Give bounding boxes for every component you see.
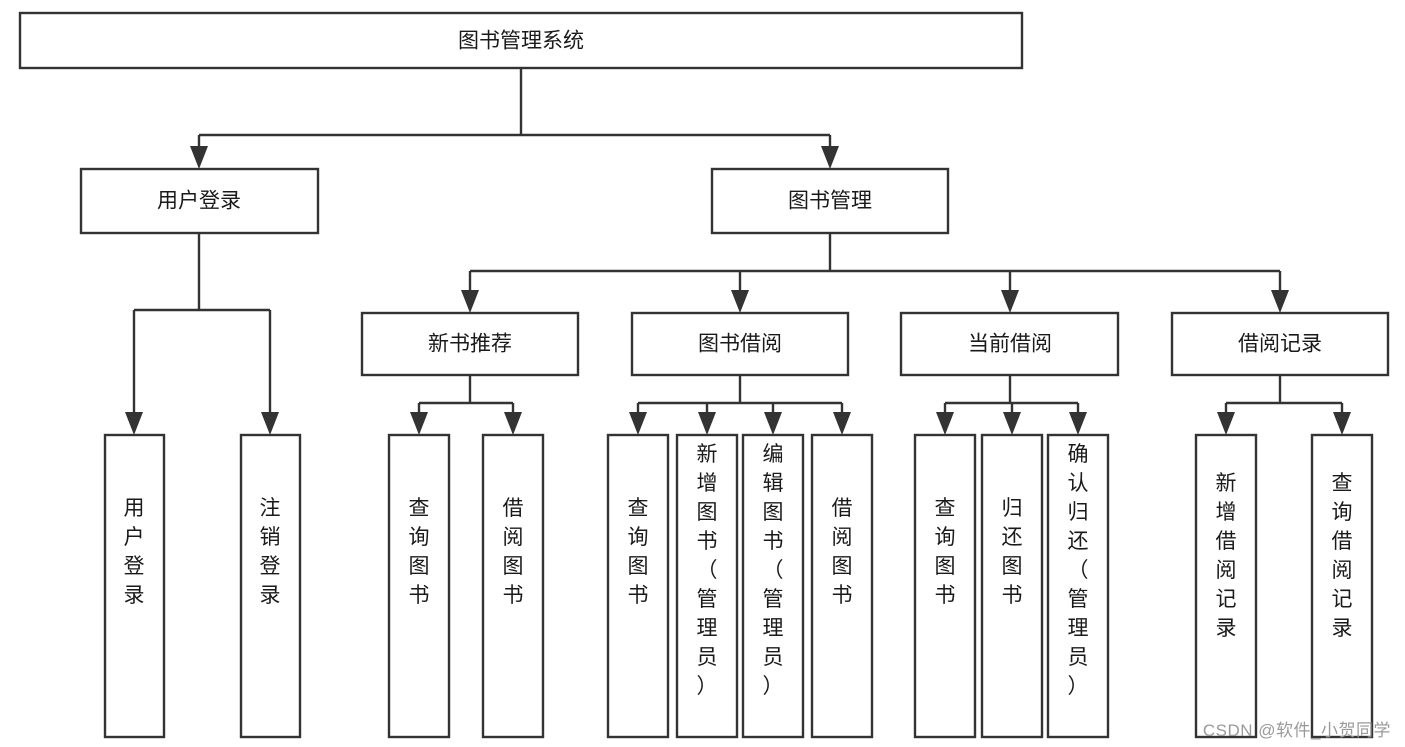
node-book-management-box[interactable] (710, 167, 950, 235)
arrow-head-leaf-query-book-1 (410, 412, 428, 435)
node-leaf-edit-book[interactable]: 编辑图书（管理员） (741, 433, 805, 739)
node-leaf-logout-box[interactable] (239, 433, 302, 739)
node-leaf-query-book-3[interactable]: 查询图书 (913, 433, 977, 739)
node-leaf-add-book[interactable]: 新增图书（管理员） (675, 433, 739, 739)
connector-group-book-management (461, 233, 1289, 313)
node-user-login-label: 用户登录 (157, 190, 241, 213)
arrow-head-leaf-add-book (698, 412, 716, 435)
node-leaf-query-book-1-label: 查询图书 (409, 497, 430, 607)
node-book-borrow[interactable]: 图书借阅 (630, 311, 850, 377)
node-new-book-recommend-box[interactable] (360, 311, 580, 377)
node-user-login-box[interactable] (79, 167, 320, 235)
arrow-head-user-login (190, 146, 208, 169)
node-leaf-borrow-book-1[interactable]: 借阅图书 (481, 433, 545, 739)
node-leaf-confirm-return[interactable]: 确认归还（管理员） (1046, 433, 1110, 739)
node-leaf-user-login-box[interactable] (103, 433, 166, 739)
node-leaf-query-book-2[interactable]: 查询图书 (606, 433, 670, 739)
arrow-head-leaf-edit-book (764, 412, 782, 435)
node-leaf-add-record[interactable]: 新增借阅记录 (1194, 433, 1258, 739)
arrow-head-leaf-query-book-3 (936, 412, 954, 435)
node-leaf-add-book-box[interactable] (675, 433, 739, 739)
node-book-borrow-label: 图书借阅 (698, 333, 782, 356)
node-leaf-add-book-label: 新增图书（管理员） (697, 443, 718, 698)
node-borrow-record-label: 借阅记录 (1238, 333, 1322, 356)
node-leaf-query-record[interactable]: 查询借阅记录 (1310, 433, 1374, 739)
arrow-head-leaf-borrow-book-2 (833, 412, 851, 435)
node-leaf-edit-book-box[interactable] (741, 433, 805, 739)
node-leaf-query-book-2-box[interactable] (606, 433, 670, 739)
node-leaf-add-record-box[interactable] (1194, 433, 1258, 739)
node-leaf-borrow-book-1-label: 借阅图书 (503, 497, 524, 607)
node-leaf-query-book-3-label: 查询图书 (935, 497, 956, 607)
node-leaf-confirm-return-label: 确认归还（管理员） (1068, 443, 1089, 698)
node-leaf-confirm-return-box[interactable] (1046, 433, 1110, 739)
arrow-head-leaf-logout (261, 412, 279, 435)
node-leaf-user-login[interactable]: 用户登录 (103, 433, 166, 739)
arrow-head-leaf-borrow-book-1 (504, 412, 522, 435)
node-leaf-borrow-book-2[interactable]: 借阅图书 (810, 433, 874, 739)
node-leaf-add-record-label: 新增借阅记录 (1216, 472, 1237, 640)
node-root[interactable]: 图书管理系统 (18, 11, 1024, 70)
node-root-box[interactable] (18, 11, 1024, 70)
arrow-head-leaf-add-record (1217, 412, 1235, 435)
arrow-head-book-management (821, 146, 839, 169)
arrow-head-leaf-query-book-2 (629, 412, 647, 435)
node-leaf-query-book-2-label: 查询图书 (628, 497, 649, 607)
node-leaf-logout[interactable]: 注销登录 (239, 433, 302, 739)
connector-group-user-login (125, 233, 279, 435)
node-leaf-borrow-book-1-box[interactable] (481, 433, 545, 739)
node-leaf-query-book-1-box[interactable] (387, 433, 451, 739)
node-borrow-record[interactable]: 借阅记录 (1170, 311, 1390, 377)
node-current-borrow[interactable]: 当前借阅 (899, 311, 1120, 377)
connector-group-borrow-record (1217, 375, 1351, 435)
arrow-head-leaf-query-record (1333, 412, 1351, 435)
node-leaf-logout-label: 注销登录 (260, 497, 281, 607)
arrow-head-leaf-user-login (125, 412, 143, 435)
arrow-head-leaf-return-book (1003, 412, 1021, 435)
node-current-borrow-box[interactable] (899, 311, 1120, 377)
arrow-head-new-book-recommend (461, 290, 479, 313)
connector-group-new-book-recommend (410, 375, 522, 435)
node-new-book-recommend-label: 新书推荐 (428, 333, 512, 356)
arrow-head-current-borrow (1001, 290, 1019, 313)
connector-group-current-borrow (936, 375, 1087, 435)
arrow-head-book-borrow (731, 290, 749, 313)
node-leaf-query-book-1[interactable]: 查询图书 (387, 433, 451, 739)
node-book-borrow-box[interactable] (630, 311, 850, 377)
node-leaf-borrow-book-2-box[interactable] (810, 433, 874, 739)
node-user-login[interactable]: 用户登录 (79, 167, 320, 235)
node-leaf-query-record-label: 查询借阅记录 (1332, 472, 1353, 640)
node-current-borrow-label: 当前借阅 (968, 333, 1052, 356)
node-leaf-query-record-box[interactable] (1310, 433, 1374, 739)
node-borrow-record-box[interactable] (1170, 311, 1390, 377)
arrow-head-borrow-record (1271, 290, 1289, 313)
connector-group-book-borrow (629, 375, 851, 435)
node-leaf-return-book-box[interactable] (980, 433, 1044, 739)
node-book-management[interactable]: 图书管理 (710, 167, 950, 235)
node-leaf-user-login-label: 用户登录 (124, 497, 145, 607)
node-book-management-label: 图书管理 (788, 190, 872, 213)
node-new-book-recommend[interactable]: 新书推荐 (360, 311, 580, 377)
node-root-label: 图书管理系统 (458, 30, 584, 53)
node-leaf-edit-book-label: 编辑图书（管理员） (763, 443, 784, 698)
node-leaf-borrow-book-2-label: 借阅图书 (832, 497, 853, 607)
connector-group-root (190, 68, 839, 169)
node-leaf-return-book[interactable]: 归还图书 (980, 433, 1044, 739)
node-leaf-query-book-3-box[interactable] (913, 433, 977, 739)
arrow-head-leaf-confirm-return (1069, 412, 1087, 435)
node-leaf-return-book-label: 归还图书 (1002, 497, 1023, 607)
